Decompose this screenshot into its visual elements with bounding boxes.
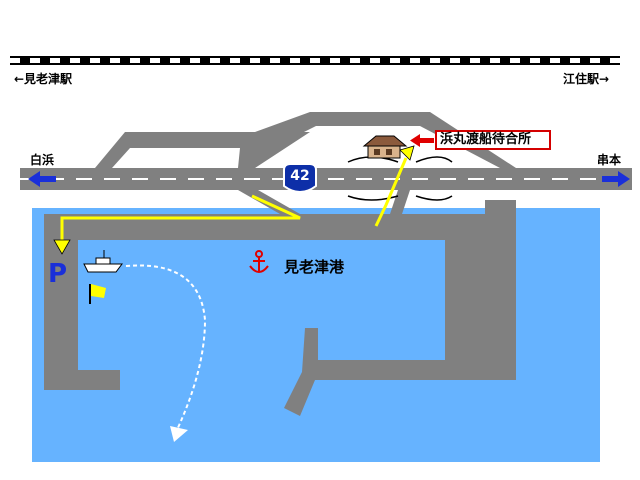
left-station-label: ←見老津駅 xyxy=(14,72,73,86)
left-direction-arrow xyxy=(28,171,56,187)
route-number: 42 xyxy=(290,168,310,184)
route-shield xyxy=(283,163,317,193)
house-icon xyxy=(362,135,408,159)
office-pointer-arrow xyxy=(410,134,434,147)
railway-track xyxy=(10,56,620,65)
boat-route-arrowhead xyxy=(170,426,188,442)
anchor-icon xyxy=(249,250,269,273)
left-place-label: 白浜 xyxy=(30,153,55,167)
harbor-label: 見老津港 xyxy=(284,258,345,276)
ferry-office-label: 浜丸渡船待合所 xyxy=(435,130,551,150)
right-direction-arrow xyxy=(602,171,630,187)
flag-icon xyxy=(89,284,106,304)
boat-icon xyxy=(83,250,123,273)
route-arrows xyxy=(60,157,408,244)
parking-sign: P xyxy=(48,259,68,289)
right-place-label: 串本 xyxy=(597,153,622,167)
boat-route xyxy=(125,264,207,433)
route-arrowhead-office xyxy=(399,145,415,161)
route-arrowhead-parking xyxy=(53,239,71,255)
right-station-label: 江住駅→ xyxy=(563,72,610,86)
national-road xyxy=(20,168,632,190)
